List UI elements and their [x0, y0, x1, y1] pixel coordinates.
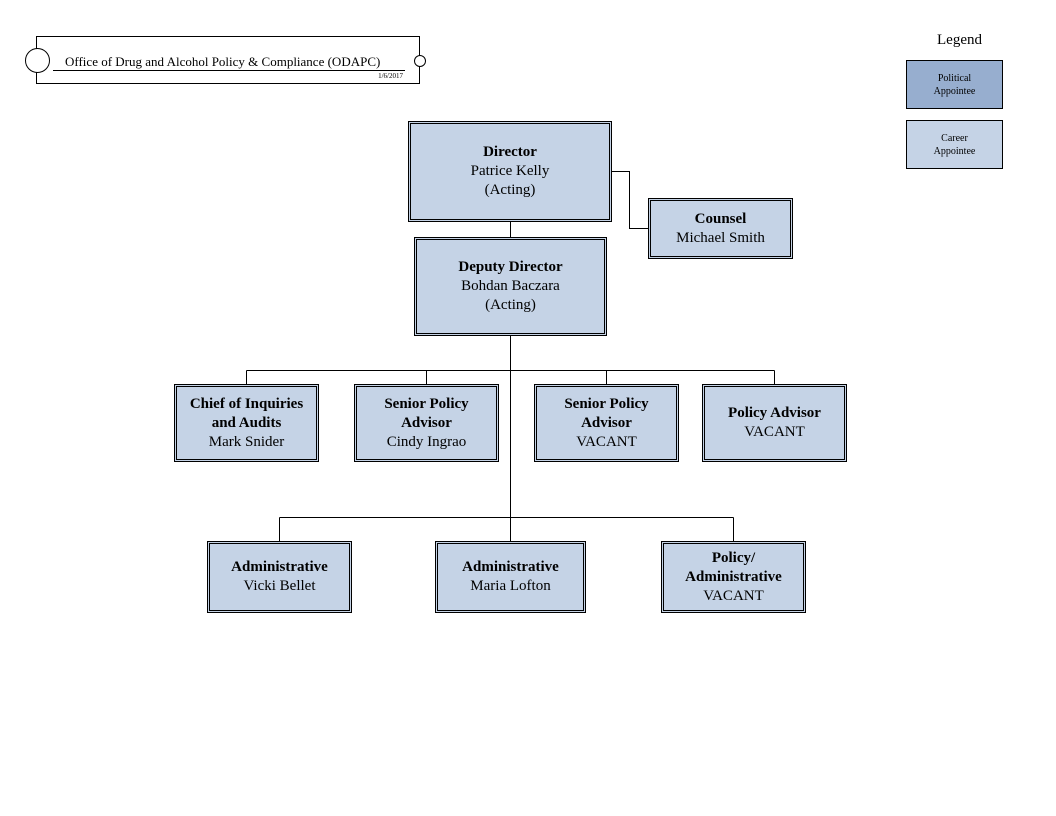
node-pa-role: Policy Advisor — [728, 405, 821, 421]
node-admin2-name: Maria Lofton — [470, 578, 551, 594]
node-admin1-name: Vicki Bellet — [243, 578, 316, 594]
node-deputy-name: Bohdan Baczara — [461, 278, 560, 294]
title-underline — [53, 70, 405, 71]
node-senior-policy-advisor-1: Senior Policy Advisor Cindy Ingrao — [354, 384, 499, 462]
legend-title: Legend — [937, 32, 982, 48]
page-title: Office of Drug and Alcohol Policy & Comp… — [65, 54, 381, 69]
node-spa1-role: Senior Policy Advisor — [384, 395, 469, 431]
legend-career-label: Career Appointee — [933, 132, 976, 157]
node-senior-policy-advisor-2: Senior Policy Advisor VACANT — [534, 384, 679, 462]
legend-political-label: Political Appointee — [933, 72, 976, 97]
node-director-note: (Acting) — [484, 182, 536, 198]
connector-director-counsel — [612, 171, 649, 229]
title-date: 1/6/2017 — [378, 72, 403, 80]
node-policy-advisor: Policy Advisor VACANT — [702, 384, 847, 462]
node-poladmin-role: Policy/ Administrative — [685, 549, 782, 585]
node-spa1-name: Cindy Ingrao — [386, 433, 467, 450]
node-counsel: Counsel Michael Smith — [648, 198, 793, 259]
title-circle-right — [414, 55, 426, 67]
node-director-name: Patrice Kelly — [470, 163, 550, 179]
node-policy-administrative: Policy/ Administrative VACANT — [661, 541, 806, 613]
title-block: Office of Drug and Alcohol Policy & Comp… — [25, 36, 426, 84]
title-circle-left — [25, 48, 50, 73]
legend-career: Career Appointee — [906, 120, 1003, 169]
node-deputy-director: Deputy Director Bohdan Baczara (Acting) — [414, 237, 607, 336]
node-poladmin-name: VACANT — [703, 587, 764, 604]
node-deputy-role: Deputy Director — [458, 259, 563, 275]
node-deputy-note: (Acting) — [485, 297, 536, 313]
node-counsel-role: Counsel — [694, 210, 747, 227]
legend-political: Political Appointee — [906, 60, 1003, 109]
node-chief-role: Chief of Inquiries and Audits — [189, 395, 304, 431]
node-counsel-name: Michael Smith — [676, 229, 765, 246]
node-chief-inquiries: Chief of Inquiries and Audits Mark Snide… — [174, 384, 319, 462]
node-pa-name: VACANT — [744, 424, 805, 440]
node-chief-name: Mark Snider — [208, 433, 285, 450]
node-director: Director Patrice Kelly (Acting) — [408, 121, 612, 222]
node-admin2-role: Administrative — [462, 559, 559, 575]
node-admin1-role: Administrative — [231, 559, 328, 575]
node-spa2-name: VACANT — [576, 433, 637, 450]
node-administrative-1: Administrative Vicki Bellet — [207, 541, 352, 613]
node-spa2-role: Senior Policy Advisor — [564, 395, 649, 431]
node-director-role: Director — [483, 144, 537, 160]
node-administrative-2: Administrative Maria Lofton — [435, 541, 586, 613]
